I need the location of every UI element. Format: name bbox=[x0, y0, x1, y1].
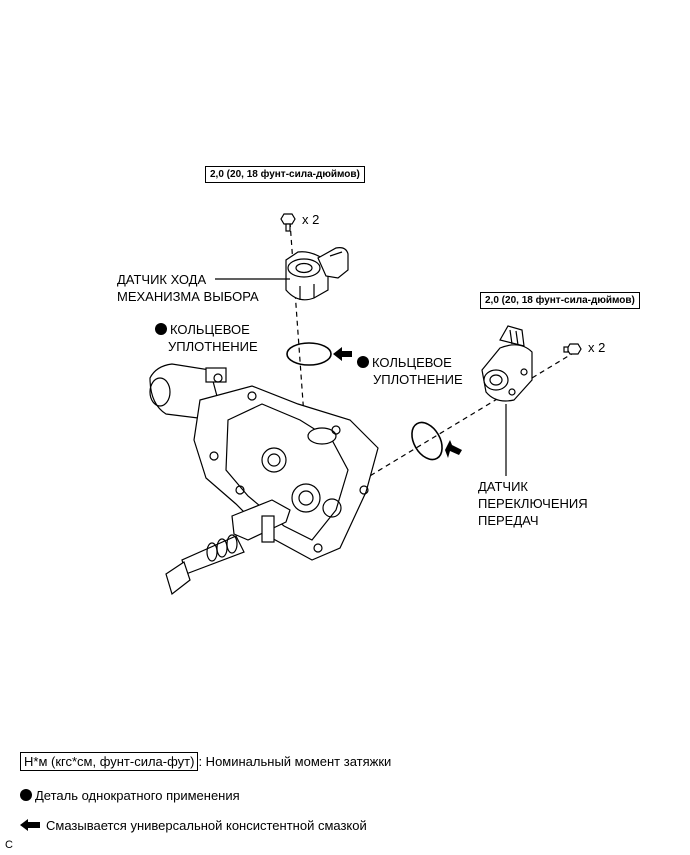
o-ring-2 bbox=[411, 421, 443, 461]
gear-shift-actuator-housing bbox=[149, 363, 379, 596]
legend-grease-text: Смазывается универсальной консистентной … bbox=[46, 818, 367, 833]
single-use-dot-icon bbox=[20, 789, 32, 801]
torque-spec-box-1: 2,0 (20, 18 фунт-сила-дюймов) bbox=[205, 166, 365, 183]
axis-line-vertical bbox=[289, 221, 306, 431]
shift-stroke-sensor bbox=[481, 325, 533, 402]
legend-grease: Смазывается универсальной консистентной … bbox=[20, 818, 367, 833]
select-stroke-sensor-label: ДАТЧИК ХОДА МЕХАНИЗМА ВЫБОРА bbox=[117, 272, 259, 304]
o-ring-label-2: КОЛЬЦЕВОЕ УПЛОТНЕНИЕ bbox=[357, 354, 463, 388]
torque-spec-box-2: 2,0 (20, 18 фунт-сила-дюймов) bbox=[480, 292, 640, 309]
corner-mark: C bbox=[5, 839, 13, 851]
bolt-icon bbox=[280, 213, 296, 232]
legend-torque-box: Н*м (кгс*см, фунт-сила-фут) bbox=[20, 752, 199, 771]
legend-torque-text: : Номинальный момент затяжки bbox=[198, 754, 392, 769]
single-use-dot-icon bbox=[155, 323, 167, 335]
select-stroke-sensor bbox=[285, 247, 349, 301]
bolt-qty-2: x 2 bbox=[588, 340, 606, 355]
o-ring-1 bbox=[286, 342, 332, 366]
grease-arrow-icon bbox=[20, 819, 40, 831]
bolt-icon bbox=[563, 343, 582, 355]
legend-torque: Н*м (кгс*см, фунт-сила-фут): Номинальный… bbox=[20, 752, 392, 771]
grease-arrow-icon bbox=[333, 347, 352, 361]
bolt-qty-1: x 2 bbox=[302, 212, 320, 227]
o-ring-label-1: КОЛЬЦЕВОЕ УПЛОТНЕНИЕ bbox=[155, 321, 258, 355]
single-use-dot-icon bbox=[357, 356, 369, 368]
shift-stroke-sensor-label: ДАТЧИК ПЕРЕКЛЮЧЕНИЯ ПЕРЕДАЧ bbox=[478, 479, 588, 528]
legend-single-use: Деталь однократного применения bbox=[20, 788, 240, 803]
grease-arrow-icon bbox=[445, 440, 462, 458]
legend-single-use-text: Деталь однократного применения bbox=[35, 788, 240, 803]
